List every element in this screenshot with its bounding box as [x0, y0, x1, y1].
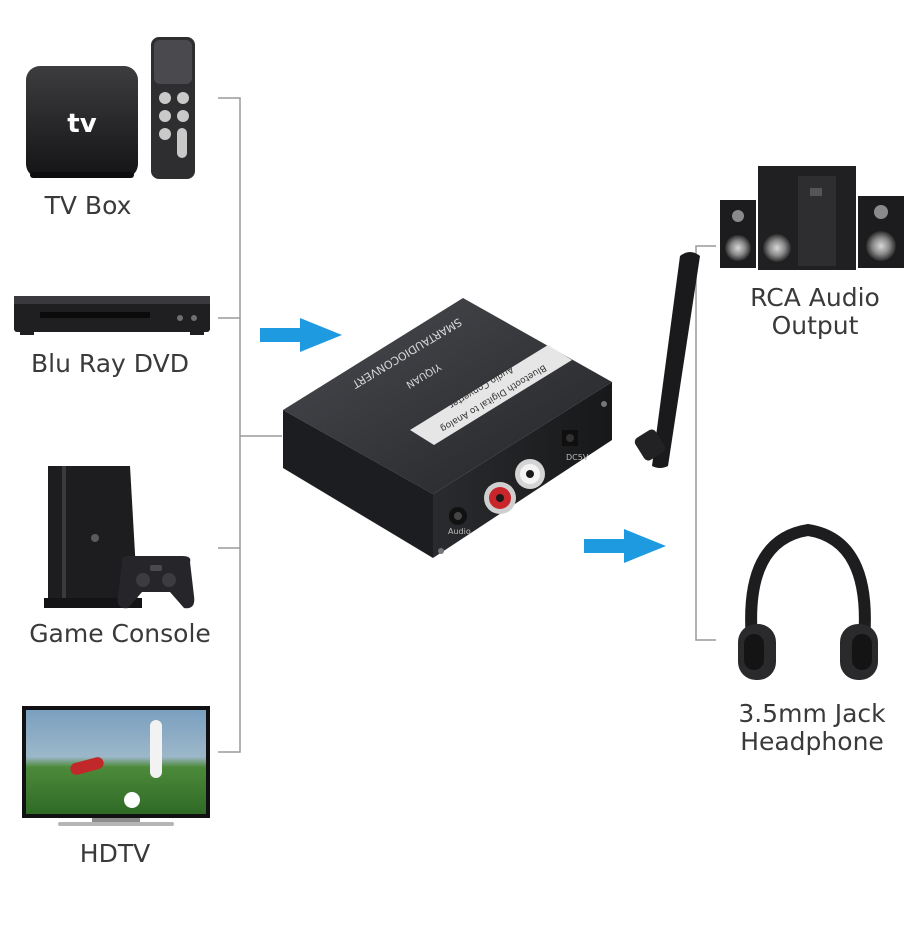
output-label-rca-line-1: RCA Audio [750, 283, 880, 312]
headphone-jack-port-icon [449, 507, 467, 525]
audio-port-label: Audio [448, 527, 471, 536]
dc-power-port-icon [562, 430, 578, 446]
output-connector-lines [695, 245, 716, 641]
blu-ray-player-icon [14, 296, 210, 335]
source-label-hdtv: HDTV [79, 839, 151, 868]
hdtv-icon [22, 706, 210, 826]
gamepad-icon [117, 556, 195, 609]
tv-box-logo-text: tv [67, 109, 96, 139]
headphone-icon [738, 523, 878, 680]
source-connector-lines [218, 97, 282, 753]
dc-port-label: DC5V [566, 453, 589, 462]
game-console-icon [44, 466, 142, 608]
source-label-game-console: Game Console [29, 619, 211, 648]
source-label-blu-ray: Blu Ray DVD [31, 349, 189, 378]
output-arrow-icon [584, 529, 666, 563]
antenna-icon [634, 252, 700, 468]
output-label-rca-line-2: Output [771, 311, 859, 340]
rca-white-port-icon [515, 459, 545, 489]
speaker-system-icon [720, 166, 904, 270]
tv-box-icon: tv [26, 66, 138, 178]
input-arrow-icon [260, 318, 342, 352]
rca-red-port-icon [484, 482, 516, 514]
remote-control-icon [151, 37, 195, 179]
output-label-headphone-line-1: 3.5mm Jack [738, 699, 886, 728]
source-label-tv-box: TV Box [44, 191, 132, 220]
output-label-headphone-line-2: Headphone [740, 727, 884, 756]
audio-converter-device-icon: Bluetooth Digital to Analog Audio Conver… [283, 252, 700, 558]
